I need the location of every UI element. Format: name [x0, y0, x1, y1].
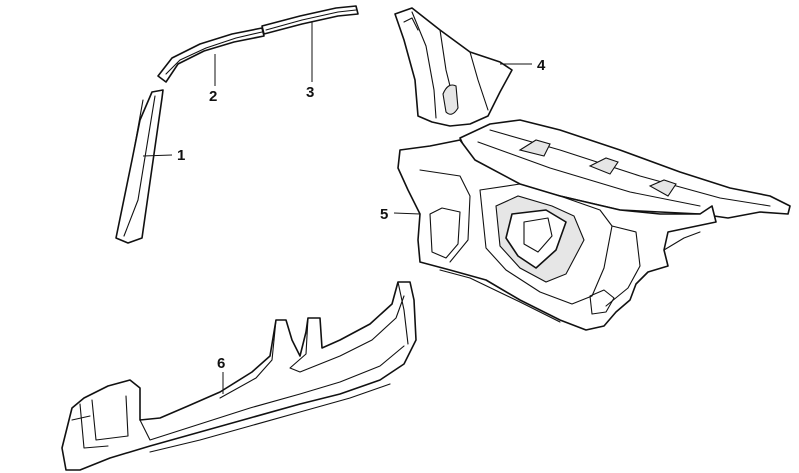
callout-1: 1: [177, 147, 185, 164]
part-1-front-pillar-strip: [115, 89, 164, 244]
leader-lines: [142, 22, 532, 394]
part-3-roof-strip-rear: [261, 5, 359, 35]
part-4-c-pillar-panel: [394, 7, 513, 127]
part-6-side-sill-panel: [61, 281, 417, 471]
part-2-roof-strip-front: [157, 27, 265, 83]
part-5-rear-panel: [397, 119, 791, 331]
callout-3: 3: [306, 84, 314, 101]
leader-1: [142, 154, 173, 157]
callout-6: 6: [217, 355, 225, 372]
callout-2: 2: [209, 88, 217, 105]
leader-5: [393, 212, 421, 215]
callout-4: 4: [537, 57, 546, 74]
callout-5: 5: [380, 206, 388, 223]
callout-labels: 1 2 3 4 5 6: [177, 57, 546, 372]
